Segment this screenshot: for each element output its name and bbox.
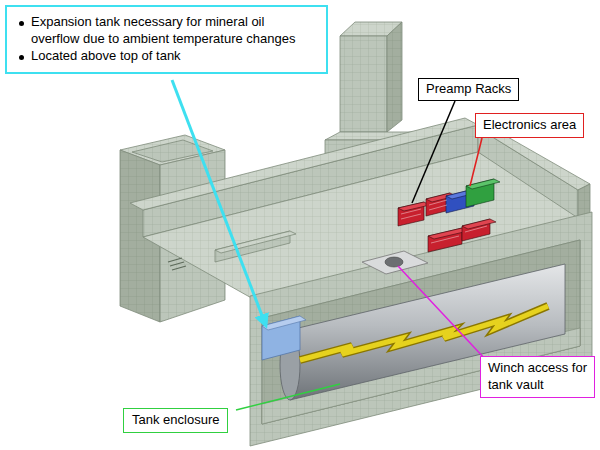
callout-label: Electronics area xyxy=(483,117,576,134)
note-box: Expansion tank necessary for mineral oil… xyxy=(5,5,328,74)
leader-line xyxy=(398,266,486,360)
callout-box: Winch access for tank vault xyxy=(480,356,595,398)
callout-label: Winch access for tank vault xyxy=(488,360,587,394)
bullet-text: Expansion tank necessary for mineral oil… xyxy=(19,14,316,48)
callout-box: Tank enclosure xyxy=(123,408,228,433)
leader-line xyxy=(412,101,455,203)
bullet-text: Located above top of tank xyxy=(19,48,316,65)
callout-label: Tank enclosure xyxy=(132,412,219,429)
leader-line xyxy=(470,138,482,186)
callout-box: Preamp Racks xyxy=(418,78,519,101)
leader-line xyxy=(172,80,266,326)
leader-line xyxy=(236,384,340,410)
callout-label: Preamp Racks xyxy=(426,81,511,98)
bullet-dot xyxy=(19,55,24,60)
bullet-dot xyxy=(19,21,24,26)
callout-box: Electronics area xyxy=(475,113,584,138)
